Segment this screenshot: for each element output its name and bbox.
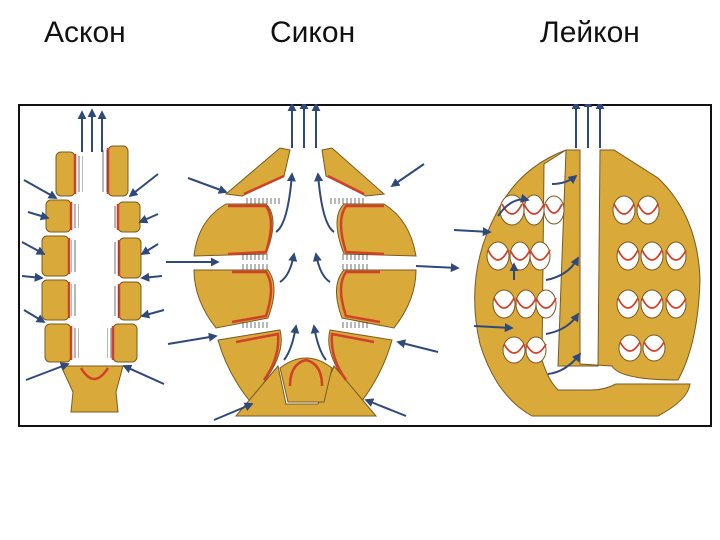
sycon-body	[193, 147, 417, 417]
leucon-figure	[453, 104, 701, 417]
sponge-types-diagram	[18, 104, 712, 427]
ascon-arrows	[21, 108, 165, 385]
ascon-right-cilia	[102, 150, 119, 358]
ascon-label: Аскон	[44, 16, 126, 49]
sycon-lining	[227, 174, 385, 387]
leucon-arrows	[453, 104, 605, 375]
leucon-chambers	[486, 194, 687, 364]
leucon-chamber-lining	[487, 203, 687, 354]
sycon-arrows	[166, 104, 460, 421]
ascon-left-lining	[67, 154, 77, 360]
ascon-left-cilia	[71, 156, 83, 358]
ascon-base-lining	[79, 367, 110, 381]
ascon-right-wall	[107, 145, 142, 363]
sycon-label: Сикон	[270, 16, 356, 49]
ascon-figure	[21, 108, 165, 413]
sycon-cilia	[240, 198, 370, 328]
sycon-figure	[166, 104, 460, 421]
leucon-label: Лейкон	[540, 16, 640, 49]
